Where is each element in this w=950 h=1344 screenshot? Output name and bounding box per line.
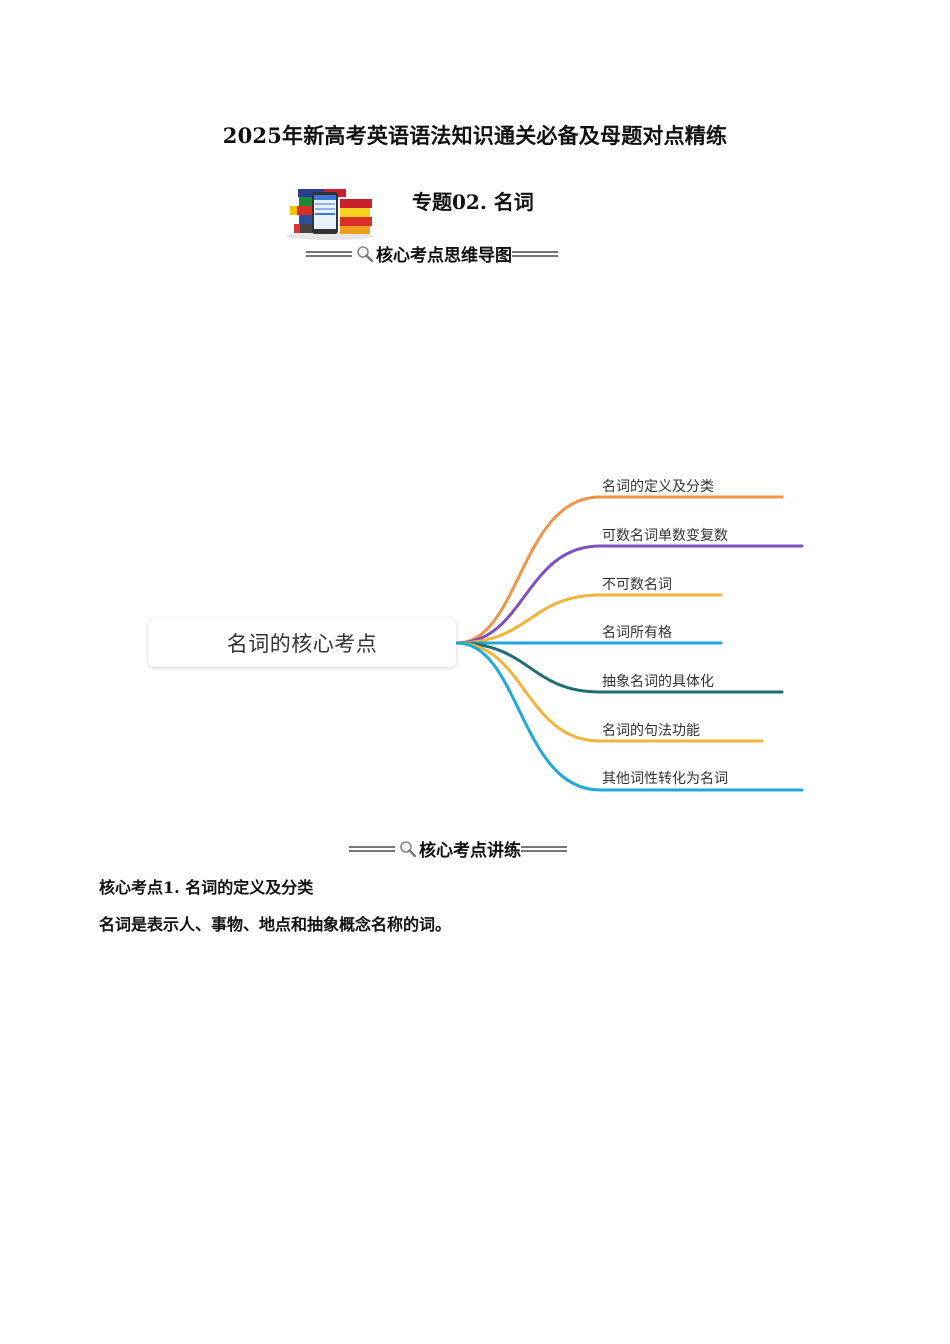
definition-text: 名词是表示人、事物、地点和抽象概念名称的词。 <box>99 915 452 934</box>
connector-5 <box>455 641 784 694</box>
section-heading-mindmap: 核心考点思维导图 <box>306 241 558 266</box>
mindmap-branch-7: 其他词性转化为名词 <box>602 771 728 787</box>
connector-1 <box>455 495 784 645</box>
mindmap-root-label: 名词的核心考点 <box>226 632 378 656</box>
connector-3 <box>455 593 723 645</box>
mindmap-branch-4: 名词所有格 <box>602 625 672 641</box>
double-rule-left <box>306 250 352 257</box>
mindmap-branch-6: 名词的句法功能 <box>602 723 700 739</box>
connector-6 <box>455 641 764 743</box>
mindmap-branch-3: 不可数名词 <box>602 577 672 593</box>
mindmap-branch-1: 名词的定义及分类 <box>602 479 714 495</box>
magnifier-icon <box>400 840 417 857</box>
mindmap-branch-2: 可数名词单数变复数 <box>602 528 728 544</box>
mindmap-root-node: 名词的核心考点 <box>148 619 456 667</box>
document-title: 2025年新高考英语语法知识通关必备及母题对点精练 <box>222 123 728 148</box>
connector-2 <box>455 544 804 645</box>
magnifier-icon <box>357 245 374 262</box>
mindmap-branch-5: 抽象名词的具体化 <box>602 674 714 690</box>
double-rule-right <box>521 845 567 852</box>
connector-7 <box>455 641 804 792</box>
section-heading-text: 核心考点讲练 <box>419 841 521 861</box>
point-heading: 核心考点1. 名词的定义及分类 <box>99 878 314 897</box>
section-heading-text: 核心考点思维导图 <box>376 246 512 266</box>
section-heading-practice: 核心考点讲练 <box>349 836 567 861</box>
double-rule-right <box>512 250 558 257</box>
books-illustration <box>286 189 374 240</box>
double-rule-left <box>349 845 395 852</box>
document-subtitle: 专题02. 名词 <box>412 190 534 214</box>
